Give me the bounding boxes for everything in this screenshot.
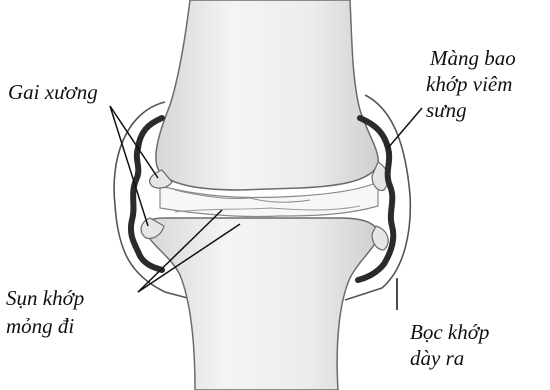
label-capsule-inflamed-line3: sưng: [426, 98, 467, 122]
label-capsule-inflamed-line2: khớp viêm: [426, 72, 512, 96]
upper-bone: [156, 0, 378, 190]
label-cartilage-thin-line1: Sụn khớp: [6, 286, 84, 310]
leader-capsule-inflamed: [388, 108, 422, 148]
bone-spur-lower-right: [372, 226, 388, 250]
label-capsule-inflamed-line1: Màng bao: [430, 46, 516, 70]
label-bone-spurs: Gai xương: [8, 80, 98, 104]
label-capsule-thick-line1: Bọc khớp: [410, 320, 489, 344]
label-capsule-thick-line2: dày ra: [410, 346, 464, 370]
leader-bone-spur-1: [110, 106, 158, 178]
lower-bone: [144, 218, 378, 390]
label-cartilage-thin-line2: mỏng đi: [6, 314, 74, 338]
